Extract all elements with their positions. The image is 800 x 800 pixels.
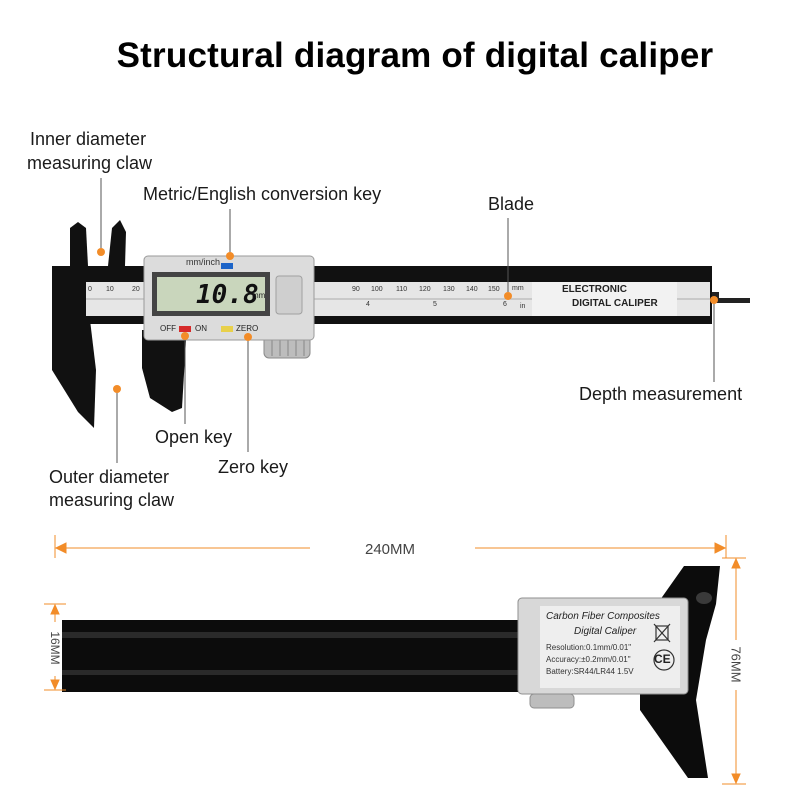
caliper-structure-diagram [52,220,750,428]
plate-battery: Battery:SR44/LR44 1.5V [546,667,634,676]
plate-line-2: Digital Caliper [574,626,637,637]
callout-dots [97,248,718,393]
brand-line-2: DIGITAL CALIPER [572,298,658,309]
ce-mark: CE [654,652,671,666]
length-dimension-line [54,535,727,558]
zero-key-label: Zero key [218,457,289,477]
mm-scale-number: 110 [396,286,408,293]
height-dimension-line [722,557,746,785]
display-housing [143,255,315,341]
inner-claw-label-line2: measuring claw [27,153,153,173]
length-dimension: 240MM [365,541,416,558]
height-dimension: 76MM [728,646,744,683]
inch-scale-number: 4 [366,301,370,308]
blade-label: Blade [488,194,535,214]
depth-label: Depth measurement [579,384,743,404]
lcd-unit: mm [252,291,266,300]
plate-resolution: Resolution:0.1mm/0.01" [546,643,632,652]
outer-diameter-claw [52,320,186,428]
mm-scale-number: 100 [371,286,383,293]
mm-scale-number: 20 [132,286,140,293]
scale-unit-in: in [520,303,526,310]
slider-plate [517,597,689,709]
inch-scale-number: 5 [433,301,437,308]
width-dimension: 16MM [48,631,62,665]
mm-scale-number: 120 [419,286,431,293]
brand-line-1: ELECTRONIC [562,284,627,295]
unit-button-label: mm/inch [186,257,221,267]
plate-accuracy: Accuracy:±0.2mm/0.01" [546,655,631,664]
inner-claw-label-line1: Inner diameter [30,129,147,149]
mm-scale-number: 150 [488,286,500,293]
zero-button-label: ZERO [236,324,259,333]
callout-lines [97,178,718,463]
mm-scale-number: 90 [352,286,360,293]
brand-block [532,282,677,316]
conversion-key-label: Metric/English conversion key [143,184,382,204]
outer-claw-label-line1: Outer diameter [49,467,170,487]
outer-claw-label-line2: measuring claw [49,490,175,510]
scale-unit-mm: mm [512,285,524,292]
diagram-title: Structural diagram of digital caliper [116,36,714,75]
plate-line-1: Carbon Fiber Composites [546,611,660,622]
mm-scale-number: 0 [88,286,92,293]
depth-rod [712,298,750,303]
mm-scale-number: 130 [443,286,455,293]
width-dimension-line [44,603,66,691]
on-button-label: ON [195,324,207,333]
off-button-label: OFF [160,324,176,333]
mm-scale-number: 140 [466,286,478,293]
lcd-reading: 10.8 [196,280,259,310]
inch-scale-number: 6 [503,301,507,308]
mm-scale-number: 10 [106,286,114,293]
open-key-label: Open key [155,427,233,447]
inner-diameter-claw [70,220,126,266]
